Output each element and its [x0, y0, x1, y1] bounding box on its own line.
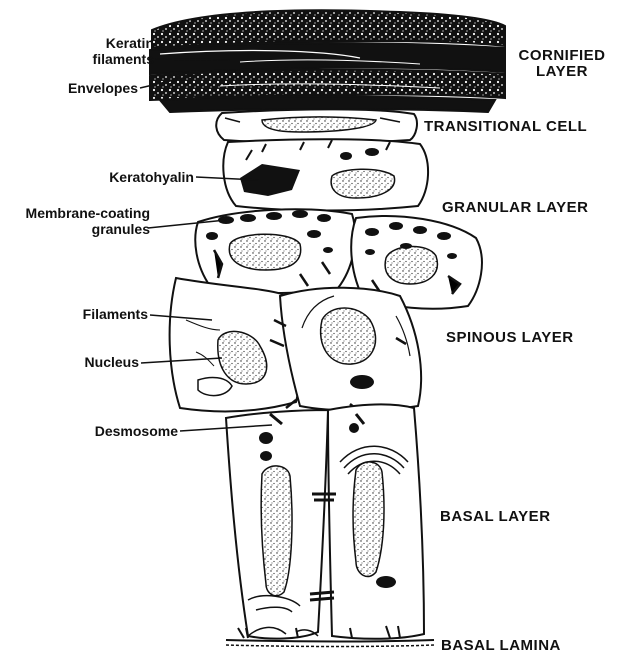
label-membrane-line1: Membrane-coating: [10, 205, 150, 221]
spinous-layer: [170, 278, 422, 412]
label-membrane-line2: granules: [10, 221, 150, 237]
label-keratin-line2: filaments: [44, 51, 154, 67]
cornified-layer: [150, 10, 505, 112]
label-keratohyalin: Keratohyalin: [66, 169, 194, 185]
label-membrane-coating-granules: Membrane-coating granules: [10, 205, 150, 237]
label-keratin-line1: Keratin: [44, 35, 154, 51]
label-basal-layer: BASAL LAYER: [440, 509, 551, 525]
leader-keratin-filaments: [155, 59, 230, 60]
label-cornified-line2: LAYER: [512, 64, 612, 80]
basal-layer: [226, 404, 424, 638]
label-envelopes: Envelopes: [40, 80, 138, 96]
label-desmosome: Desmosome: [50, 423, 178, 439]
basal-lamina: [226, 640, 434, 647]
label-cornified-line1: CORNIFIED: [512, 48, 612, 64]
label-cornified-layer: CORNIFIED LAYER: [512, 48, 612, 80]
label-keratin-filaments: Keratin filaments: [44, 35, 154, 67]
label-filaments: Filaments: [50, 306, 148, 322]
granular-layer: [195, 139, 482, 309]
label-spinous-layer: SPINOUS LAYER: [446, 330, 574, 346]
label-transitional-cell: TRANSITIONAL CELL: [424, 119, 587, 135]
transitional-cell: [216, 109, 417, 143]
label-basal-lamina: BASAL LAMINA: [441, 638, 561, 654]
label-nucleus: Nucleus: [60, 354, 139, 370]
label-granular-layer: GRANULAR LAYER: [442, 200, 588, 216]
